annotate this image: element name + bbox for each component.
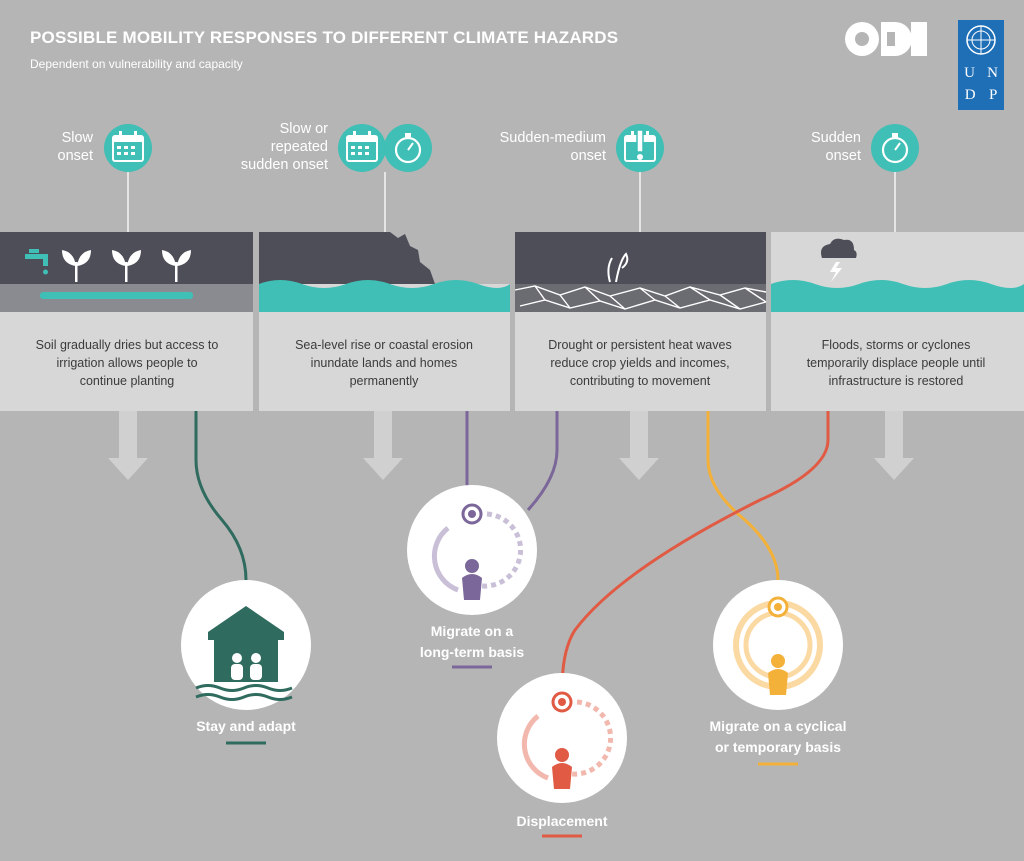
onset-line: repeated (270, 139, 328, 155)
wilted-plant-icon (607, 252, 629, 283)
onset-line: Slow (61, 130, 93, 146)
outcome-long-term: Migrate on a long-term basis (392, 621, 552, 663)
onset-label-repeated: Slow or repeated sudden onset (241, 120, 328, 174)
migration-cycle-icon (407, 485, 537, 615)
outcome-line: Displacement (516, 813, 608, 829)
calendar-icon (104, 124, 152, 172)
description-line: Sea-level rise or coastal erosion (295, 338, 473, 352)
faucet-icon (25, 249, 48, 275)
sprout-icon (62, 250, 191, 282)
outcome-line: long-term basis (419, 644, 525, 660)
undp-letter: P (988, 87, 998, 103)
description-line: infrastructure is restored (828, 374, 964, 388)
storm-cloud-icon (821, 238, 857, 282)
description-line: inundate lands and homes (310, 356, 458, 370)
stopwatch-icon (384, 124, 432, 172)
page-title: POSSIBLE MOBILITY RESPONSES TO DIFFERENT… (30, 28, 619, 47)
onset-line: sudden onset (240, 157, 328, 173)
onset-line: Sudden (811, 130, 861, 146)
description-line: reduce crop yields and incomes, (550, 356, 730, 370)
onset-line: onset (570, 148, 606, 164)
calendar-alert-icon (616, 124, 664, 172)
outcome-cyclical: Migrate on a cyclical or temporary basis (678, 716, 878, 758)
description-line: Floods, storms or cyclones (821, 338, 971, 352)
onset-label-slow: Slow onset (58, 129, 93, 165)
outcome-line: Migrate on a (430, 623, 514, 639)
description-line: temporarily displace people until (806, 356, 986, 370)
onset-label-sudden: Sudden onset (811, 129, 861, 165)
hazard-description-2: Sea-level rise or coastal erosion inunda… (259, 336, 509, 390)
description-line: contributing to movement (569, 374, 711, 388)
description-line: Drought or persistent heat waves (548, 338, 732, 352)
onset-line: onset (57, 148, 93, 164)
hazard-description-1: Soil gradually dries but access to irrig… (2, 336, 252, 390)
undp-letter: N (987, 65, 998, 81)
house-icon (181, 580, 311, 710)
description-line: permanently (349, 374, 419, 388)
hazard-description-4: Floods, storms or cyclones temporarily d… (771, 336, 1021, 390)
odi-logo (845, 22, 927, 56)
undp-letter: D (964, 87, 976, 103)
description-line: Soil gradually dries but access to (35, 338, 219, 352)
onset-label-sudden-medium: Sudden-medium onset (500, 129, 606, 165)
hazard-description-3: Drought or persistent heat waves reduce … (515, 336, 765, 390)
outcome-line: Stay and adapt (196, 718, 296, 734)
cyclical-migration-icon (713, 580, 843, 710)
onset-line: Sudden-medium (499, 130, 606, 146)
outcome-displacement: Displacement (482, 811, 642, 832)
undp-letter: U (964, 65, 975, 81)
undp-logo: U N D P (958, 20, 1004, 110)
outcome-stay-adapt: Stay and adapt (166, 716, 326, 737)
un-emblem-icon (966, 25, 996, 55)
onset-line: onset (825, 148, 861, 164)
onset-line: Slow or (279, 121, 328, 137)
description-line: irrigation allows people to (56, 356, 198, 370)
calendar-icon (338, 124, 386, 172)
displacement-icon (497, 673, 627, 803)
outcome-line: or temporary basis (714, 739, 842, 755)
description-line: continue planting (79, 374, 175, 388)
onset-connectors (127, 172, 896, 232)
outcome-line: Migrate on a cyclical (709, 718, 847, 734)
page-subtitle: Dependent on vulnerability and capacity (30, 57, 243, 71)
stopwatch-icon (871, 124, 919, 172)
down-arrows (108, 411, 914, 480)
